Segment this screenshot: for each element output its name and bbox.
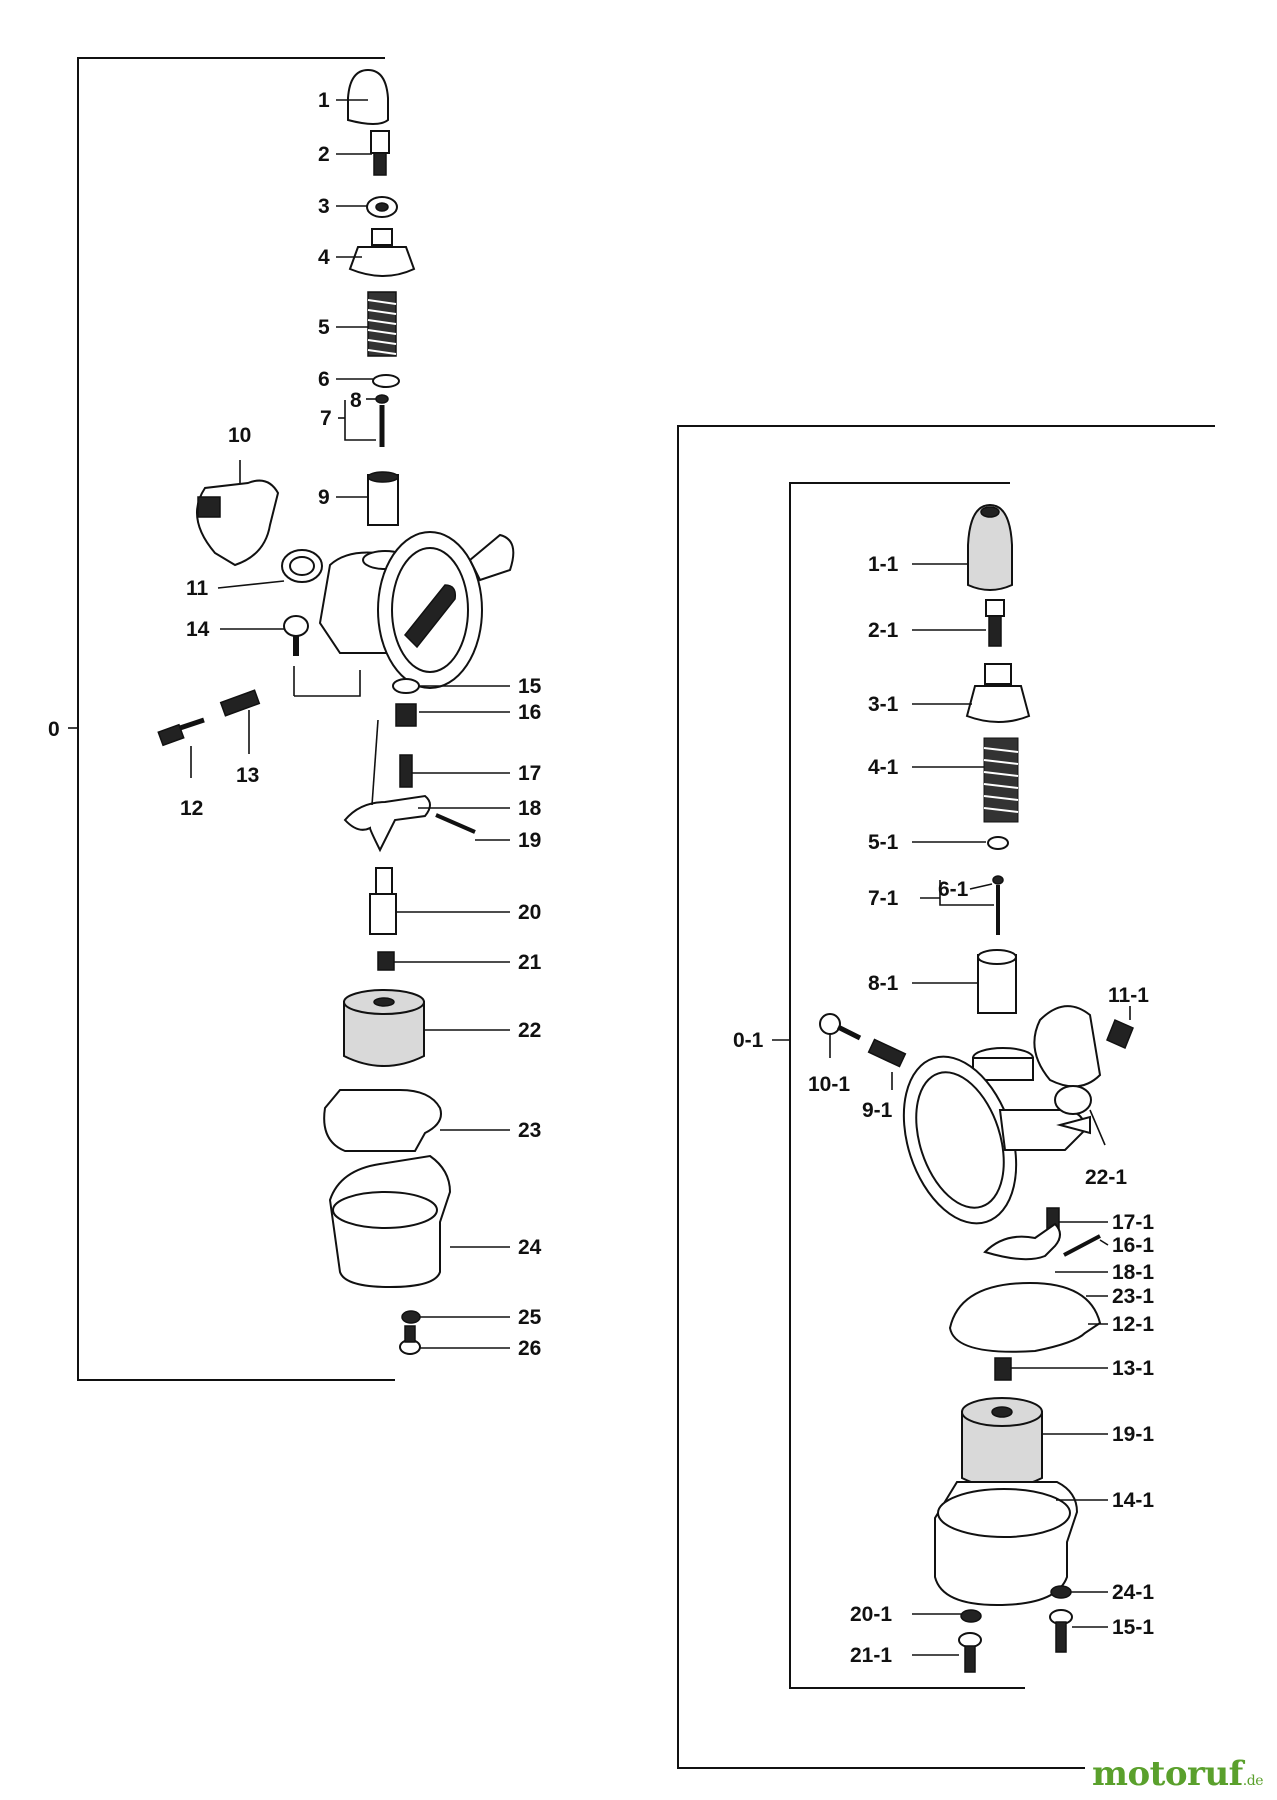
left-parts [157,68,515,1355]
part-label: 8-1 [868,972,899,995]
part-label: 17 [518,762,541,785]
part-label: 1-1 [868,553,899,576]
part-label: 3-1 [868,693,899,716]
right-assembly-label: 0-1 [733,1029,764,1052]
left-assembly-label: 0 [48,718,60,741]
part-label: 22 [518,1019,541,1042]
part-label: 26 [518,1337,541,1360]
part-label: 11 [186,577,209,600]
right-parts [819,503,1134,1673]
part-label: 4-1 [868,756,899,779]
part-label: 12 [180,797,203,820]
part-label: 19-1 [1112,1423,1154,1446]
part-label: 5-1 [868,831,899,854]
watermark-main: motoruf [1092,1754,1243,1794]
part-label: 7-1 [868,887,899,910]
part-label: 19 [518,829,541,852]
part-label: 24 [518,1236,542,1259]
watermark-suffix: .de [1242,1773,1264,1789]
part-label: 13 [236,764,259,787]
part-label: 9-1 [862,1099,893,1122]
part-label: 20-1 [850,1603,892,1626]
part-label: 17-1 [1112,1211,1154,1234]
part-label: 14 [186,618,210,641]
part-label: 23-1 [1112,1285,1154,1308]
right-part-labels: 0-1 1-1 2-1 3-1 4-1 5-1 6-1 7-1 8-1 9-1 … [733,553,1154,1667]
part-label: 1 [318,89,330,112]
part-label: 3 [318,195,330,218]
part-label: 5 [318,316,330,339]
part-label: 22-1 [1085,1166,1127,1189]
part-label: 20 [518,901,541,924]
part-label: 11-1 [1108,984,1149,1007]
part-label: 7 [320,407,332,430]
part-label: 10-1 [808,1073,850,1096]
part-label: 15-1 [1112,1616,1154,1639]
part-label: 6 [318,368,330,391]
watermark-logo: motoruf.de [1092,1754,1264,1794]
left-leader-lines [190,99,510,1349]
part-label: 25 [518,1306,542,1329]
part-label: 9 [318,486,330,509]
part-label: 16 [518,701,541,724]
part-label: 2 [318,143,330,166]
part-label: 18-1 [1112,1261,1154,1284]
left-assembly-frame [68,57,395,1381]
part-label: 21-1 [850,1644,892,1667]
right-leader-lines [829,563,1131,1656]
part-label: 21 [518,951,542,974]
part-label: 18 [518,797,542,820]
part-label: 6-1 [938,878,969,901]
part-label: 10 [228,424,251,447]
part-label: 23 [518,1119,541,1142]
part-label: 13-1 [1112,1357,1154,1380]
part-label: 12-1 [1112,1313,1154,1336]
part-label: 4 [318,246,330,269]
part-label: 24-1 [1112,1581,1154,1604]
part-label: 15 [518,675,542,698]
part-label: 16-1 [1112,1234,1154,1257]
part-label: 2-1 [868,619,899,642]
part-label: 14-1 [1112,1489,1154,1512]
left-part-labels: 0 1 2 3 4 5 6 7 8 9 10 11 12 13 14 15 16… [48,89,542,1360]
part-label: 8 [350,389,362,412]
right-assembly-frame [677,425,1215,1769]
